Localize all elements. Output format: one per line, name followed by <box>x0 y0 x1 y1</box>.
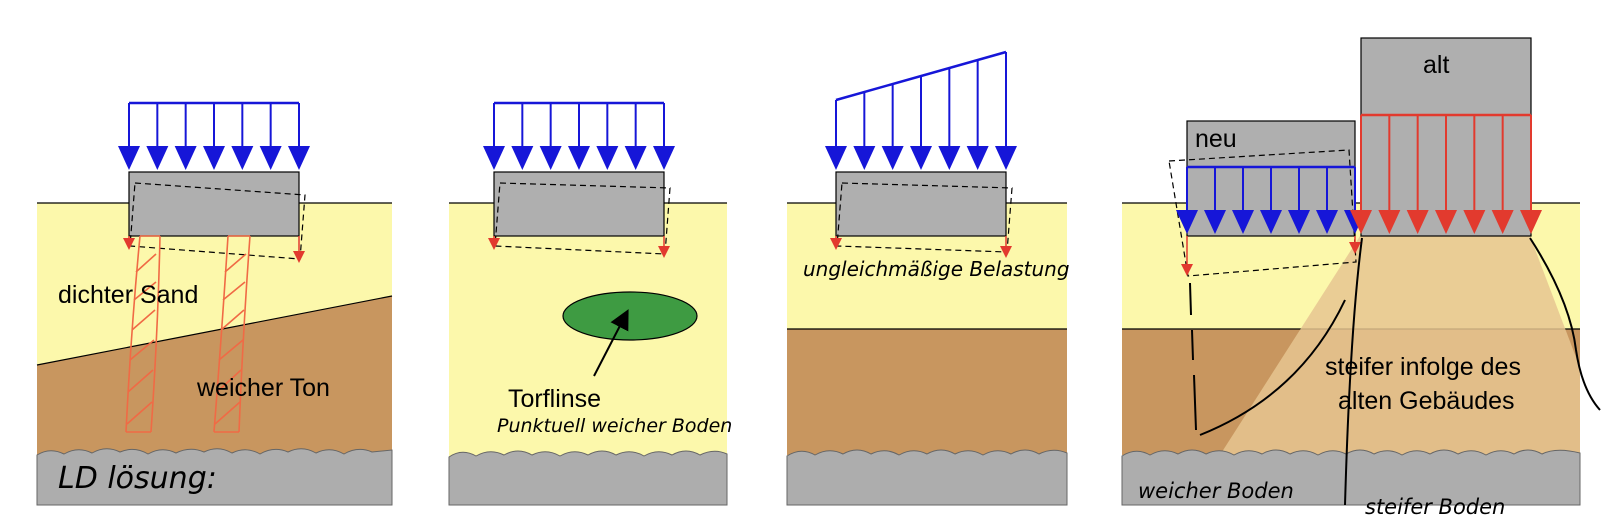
handwritten-stroke-vertical <box>1344 237 1363 506</box>
handwritten-note-point-soft: Punktuell weicher Boden <box>497 415 732 437</box>
label-old: alt <box>1423 51 1449 79</box>
load-arrow-head <box>231 146 254 170</box>
panel-2-peat-lens: Torflinse Punktuell weicher Boden <box>448 101 732 506</box>
displaced-foundation <box>494 182 671 255</box>
load-arrow-head <box>1406 210 1429 234</box>
load-arrow-head <box>1463 210 1486 234</box>
panel-3-uneven-load: ungleichmäßige Belastung <box>786 50 1070 506</box>
rock-layer <box>1121 449 1581 506</box>
label-stiff-line2: alten Gebäudes <box>1338 387 1515 415</box>
trapezoidal-load-arrows <box>825 52 1017 170</box>
rock-layer <box>448 450 728 506</box>
load-arrow-head <box>146 146 169 170</box>
load-arrow-head <box>1288 210 1310 234</box>
handwritten-note-soft-soil: weicher Boden <box>1138 479 1294 503</box>
uniform-load-arrows <box>483 103 675 170</box>
load-arrow-head <box>259 146 282 170</box>
load-arrow-head <box>1491 210 1514 234</box>
load-arrow-head <box>596 146 619 170</box>
load-arrow-head <box>539 146 562 170</box>
load-arrow-head <box>624 146 647 170</box>
label-soft-clay: weicher Ton <box>196 374 330 402</box>
label-stiff-line1: steifer infolge des <box>1325 353 1521 381</box>
load-arrow-head <box>1316 210 1338 234</box>
handwritten-stroke-curve-right <box>1529 237 1601 411</box>
rock-layer <box>786 449 1068 506</box>
load-arrow-head <box>1520 210 1542 234</box>
peat-lens <box>562 291 698 341</box>
load-arrow-head <box>853 146 876 170</box>
foundation-block <box>493 171 665 237</box>
load-arrow-head <box>995 146 1017 170</box>
load-arrow-head <box>203 146 225 170</box>
foundation-block <box>835 171 1007 237</box>
old-building-load-arrows <box>1350 115 1542 234</box>
clay-layer <box>37 296 392 455</box>
handwritten-stroke-curve-left <box>1199 299 1346 436</box>
panel-4-new-next-to-old: neu alt steifer infolge des alten Gebäud… <box>1121 37 1601 519</box>
load-arrow-head <box>1435 210 1457 234</box>
load-arrow-head <box>288 146 310 170</box>
load-arrow-head <box>483 146 505 170</box>
handwritten-note-uneven-load: ungleichmäßige Belastung <box>803 257 1070 281</box>
load-arrow-head <box>825 146 847 170</box>
label-dense-sand: dichter Sand <box>58 281 198 309</box>
panel-1-inclined-clay: dichter Sand weicher Ton LD lösung: <box>36 101 393 506</box>
uniform-load-arrows <box>118 103 310 170</box>
load-arrow-head <box>174 146 197 170</box>
load-arrow-head <box>881 146 904 170</box>
label-new: neu <box>1195 125 1237 153</box>
peat-pointer-arrow <box>593 309 629 377</box>
load-arrow-head <box>1232 210 1254 234</box>
load-arrow-head <box>966 146 989 170</box>
load-arrow-head <box>1260 210 1282 234</box>
pile-right <box>213 235 251 433</box>
layer-boundary <box>36 295 393 366</box>
foundation-block <box>128 171 300 237</box>
handwritten-note-solution: LD lösung: <box>58 461 217 496</box>
displaced-new-building <box>1168 149 1357 277</box>
load-arrow-head <box>1378 210 1401 234</box>
handwritten-note-stiff-soil: steifer Boden <box>1365 495 1505 519</box>
load-arrow-head <box>938 146 961 170</box>
handwritten-stroke-left-dash <box>1189 282 1197 431</box>
load-arrow-head <box>511 146 534 170</box>
load-arrow-head <box>568 146 590 170</box>
rock-layer <box>36 448 393 506</box>
load-arrow-head <box>118 146 140 170</box>
pile-left <box>125 235 161 433</box>
label-peat-lens: Torflinse <box>508 385 601 413</box>
load-arrow-head <box>910 146 932 170</box>
load-arrow-head <box>1176 210 1198 234</box>
load-arrow-head <box>1350 210 1372 234</box>
clay-layer <box>787 329 1067 455</box>
load-arrow-head <box>1204 210 1226 234</box>
load-arrow-head <box>653 146 675 170</box>
stiffened-soil-zone <box>1220 236 1580 455</box>
